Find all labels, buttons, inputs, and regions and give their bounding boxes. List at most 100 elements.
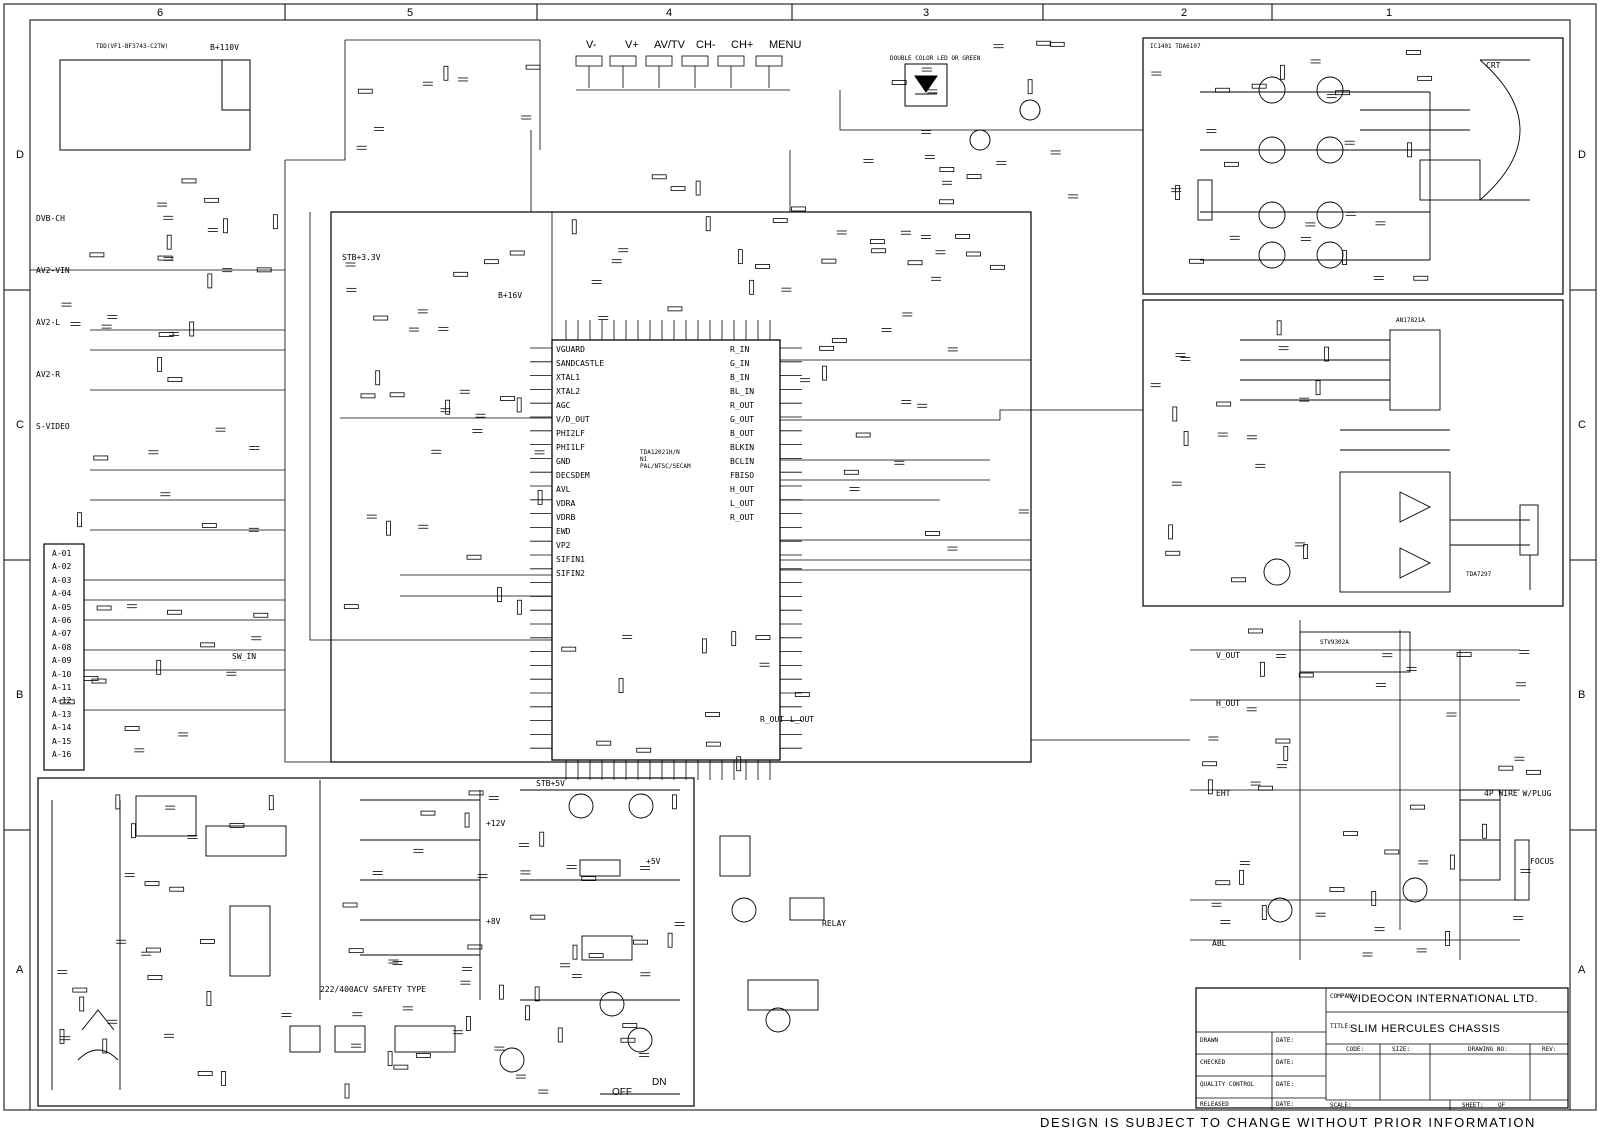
resistor-symbol — [571, 219, 577, 235]
resistor-symbol — [822, 365, 827, 381]
tb-drawn-date: DATE: — [1276, 1037, 1295, 1044]
resistor-symbol — [1239, 869, 1244, 885]
resistor-symbol — [1482, 823, 1487, 839]
resistor-symbol — [1526, 769, 1541, 775]
resistor-symbol — [1449, 854, 1455, 870]
deflection-section — [1267, 631, 1530, 923]
ic-left-pin-label: GND — [556, 457, 571, 466]
resistor-symbol — [77, 512, 82, 528]
resistor-symbol — [701, 638, 707, 654]
resistor-symbol — [831, 338, 847, 344]
audio-section-contents — [1240, 329, 1539, 593]
signal-bus-lines — [30, 39, 1520, 960]
resistor-symbol — [1216, 401, 1232, 407]
resistor-symbol — [483, 259, 499, 265]
resistor-symbol — [497, 587, 502, 603]
button-label-av-tv: AV/TV — [654, 39, 685, 51]
output-signal-label: L_OUT — [790, 715, 815, 724]
resistor-symbol — [1276, 320, 1282, 336]
crt-label: CRT — [1486, 61, 1501, 70]
resistor-symbol — [596, 740, 612, 746]
ic-right-pin-label: B_OUT — [730, 429, 755, 438]
resistor-symbol — [651, 174, 667, 180]
resistor-symbol — [146, 947, 161, 953]
rear-panel-label: AV2-VIN — [36, 266, 70, 275]
resistor-symbol — [1224, 161, 1239, 167]
resistor-symbol — [588, 953, 604, 958]
rear-panel-label: AV2-L — [36, 318, 61, 327]
resistor-symbol — [1315, 380, 1321, 396]
resistor-symbol — [342, 902, 358, 908]
resistor-symbol — [1189, 258, 1204, 264]
scart-pin-label: A-15 — [52, 736, 72, 746]
resistor-symbol — [990, 264, 1005, 270]
ic-right-pin-label: BL_IN — [730, 387, 755, 396]
ic-left-pin-label: DECSDEM — [556, 471, 590, 480]
tb-released: RELEASED — [1200, 1101, 1229, 1108]
tact-switch-symbol — [681, 55, 709, 67]
vertical-ic-part: STV9302A — [1320, 639, 1349, 646]
resistor-symbol — [91, 678, 107, 684]
scart-pin-label: A-16 — [52, 750, 72, 759]
tact-switch-symbol — [609, 55, 637, 67]
rear-panel-label: S-VIDEO — [36, 422, 70, 431]
resistor-symbol — [1168, 524, 1174, 540]
resistor-symbol — [1417, 75, 1433, 81]
resistor-symbol — [516, 397, 522, 413]
resistor-symbol — [755, 264, 770, 269]
resistor-symbol — [115, 794, 121, 810]
audio-section-box — [1142, 299, 1564, 607]
resistor-symbol — [272, 214, 278, 230]
resistor-symbol — [468, 790, 484, 796]
ic-right-pin-label: G_OUT — [730, 415, 755, 424]
tb-checked: CHECKED — [1200, 1059, 1226, 1066]
power-supply-box — [37, 777, 695, 1107]
resistor-symbol — [1172, 406, 1178, 422]
tb-rev: REV: — [1542, 1046, 1557, 1053]
scart-connector-box — [43, 543, 85, 771]
resistor-symbol — [200, 642, 216, 648]
resistor-symbol — [749, 279, 755, 295]
resistor-symbol — [229, 822, 245, 828]
resistor-symbol — [1456, 652, 1472, 657]
resistor-symbol — [667, 306, 683, 312]
output-signal-label: V_OUT — [1216, 651, 1241, 660]
scart-pin-label: A-01 — [52, 549, 72, 558]
tb-code: CODE: — [1346, 1046, 1365, 1053]
resistor-symbol — [667, 932, 673, 948]
scart-pin-label: A-06 — [52, 616, 72, 625]
resistor-symbol — [561, 646, 577, 652]
power-rail-label: STB+3.3V — [342, 253, 381, 262]
resistor-symbol — [1207, 779, 1213, 795]
resistor-symbol — [731, 631, 737, 647]
wire-4p-label: 4P WIRE W/PLUG — [1484, 789, 1552, 798]
resistor-symbol — [1410, 804, 1426, 810]
crt-ic-part: IC1401 TDA6107 — [1150, 43, 1201, 50]
resistor-symbol — [1231, 577, 1247, 583]
resistor-symbol — [1371, 891, 1377, 906]
button-label-ch-up: CH+ — [731, 39, 754, 51]
tb-scale: SCALE: — [1330, 1102, 1352, 1109]
resistor-symbol — [204, 197, 220, 203]
tact-switch-symbol — [755, 55, 783, 67]
tb-title-label: TITLE: — [1330, 1023, 1352, 1030]
ic-left-pin-label: AVL — [556, 485, 571, 494]
resistor-symbol — [466, 1016, 471, 1031]
resistor-symbol — [939, 167, 955, 172]
resistor-symbol — [389, 392, 405, 398]
ic-right-pin-label: B_IN — [730, 373, 750, 382]
resistor-symbol — [453, 271, 469, 277]
resistor-symbol — [1215, 880, 1231, 886]
tb-quality-date: DATE: — [1276, 1081, 1295, 1088]
ic-right-pin-label: BLKIN — [730, 443, 755, 452]
relay-block — [719, 835, 825, 1033]
resistor-symbol — [445, 399, 451, 415]
resistor-symbol — [1260, 661, 1265, 677]
resistor-symbol — [147, 975, 163, 980]
resistor-symbol — [268, 795, 274, 811]
main-ic-mode: PAL/NTSC/SECAM — [640, 462, 691, 470]
main-ic-top-pins — [565, 320, 771, 340]
resistor-symbol — [891, 80, 907, 85]
resistor-symbol — [343, 604, 359, 610]
resistor-symbol — [167, 609, 182, 615]
